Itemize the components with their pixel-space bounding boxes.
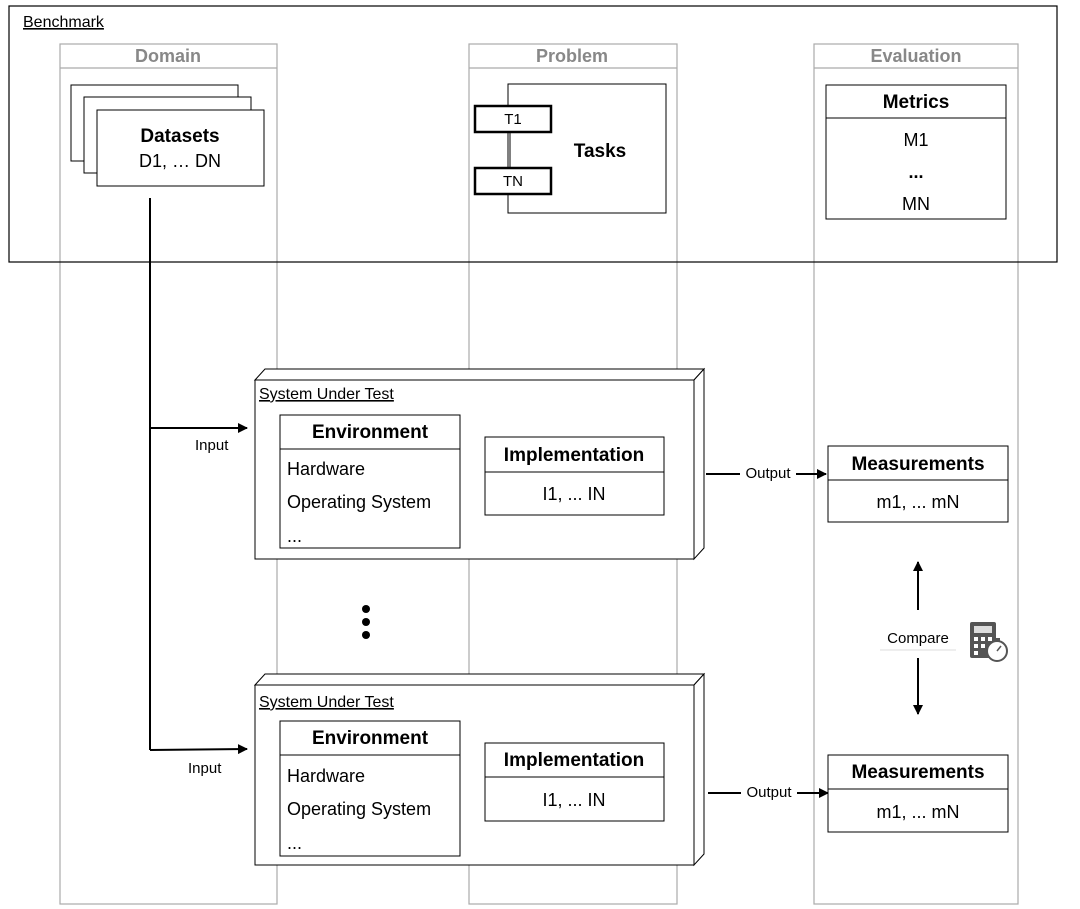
environment-item-2-hardware: Hardware [287, 766, 365, 786]
compare-connector: Compare [880, 561, 958, 715]
task-last-label: TN [503, 173, 523, 190]
lane-problem-title: Problem [536, 46, 608, 66]
metric-last: MN [902, 194, 930, 214]
output-label-1: Output [745, 465, 791, 482]
lane-evaluation-title: Evaluation [870, 46, 961, 66]
input-label-1: Input [195, 437, 229, 454]
implementation-box-1: Implementation I1, ... IN [484, 436, 665, 516]
system-under-test-1: System Under Test Environment Hardware O… [253, 367, 706, 561]
compare-label: Compare [887, 630, 949, 647]
sut-label-2: System Under Test [259, 694, 394, 711]
environment-item-1-more: ... [287, 526, 302, 546]
sut-label-1: System Under Test [259, 386, 394, 403]
measurements-title-1: Measurements [851, 454, 984, 475]
vertical-ellipsis [362, 605, 370, 639]
input-label-2: Input [188, 760, 222, 777]
lane-domain-title: Domain [135, 46, 201, 66]
measurements-range-2: m1, ... mN [876, 802, 959, 822]
metrics-box: Metrics M1 ... MN [825, 84, 1007, 220]
implementation-box-2: Implementation I1, ... IN [484, 742, 665, 822]
implementation-range-2: I1, ... IN [542, 790, 605, 810]
output-connectors: Output Output [706, 463, 829, 802]
metric-first: M1 [903, 130, 928, 150]
calculator-stopwatch-icon [970, 622, 1008, 662]
implementation-title-2: Implementation [504, 750, 644, 771]
output-label-2: Output [746, 784, 792, 801]
system-under-test-2: System Under Test Environment Hardware O… [253, 672, 706, 867]
lane-evaluation: Evaluation [813, 43, 1019, 905]
task-first [473, 104, 553, 134]
environment-item-2-os: Operating System [287, 799, 431, 819]
implementation-title-1: Implementation [504, 445, 644, 466]
environment-title-2: Environment [312, 728, 429, 749]
datasets-stack: Datasets D1, … DN [70, 84, 265, 187]
environment-box-1: Environment Hardware Operating System ..… [279, 414, 461, 549]
input-connectors: Input Input [149, 198, 248, 777]
tasks-box: T1 TN Tasks [473, 83, 667, 214]
metrics-title: Metrics [883, 92, 950, 113]
measurements-box-1: Measurements m1, ... mN [827, 445, 1009, 523]
datasets-title: Datasets [140, 126, 219, 147]
measurements-range-1: m1, ... mN [876, 492, 959, 512]
environment-item-2-more: ... [287, 833, 302, 853]
measurements-title-2: Measurements [851, 762, 984, 783]
environment-item-1-os: Operating System [287, 492, 431, 512]
tasks-title: Tasks [574, 141, 626, 162]
task-first-label: T1 [504, 111, 522, 128]
implementation-range-1: I1, ... IN [542, 484, 605, 504]
environment-item-1-hardware: Hardware [287, 459, 365, 479]
task-last [473, 166, 553, 196]
environment-title-1: Environment [312, 422, 429, 443]
benchmark-label: Benchmark [23, 14, 105, 31]
environment-box-2: Environment Hardware Operating System ..… [279, 720, 461, 857]
metrics-ellipsis: ... [908, 162, 923, 182]
measurements-box-2: Measurements m1, ... mN [827, 754, 1009, 833]
benchmark-frame: Benchmark [8, 5, 1058, 263]
datasets-range: D1, … DN [139, 151, 221, 171]
